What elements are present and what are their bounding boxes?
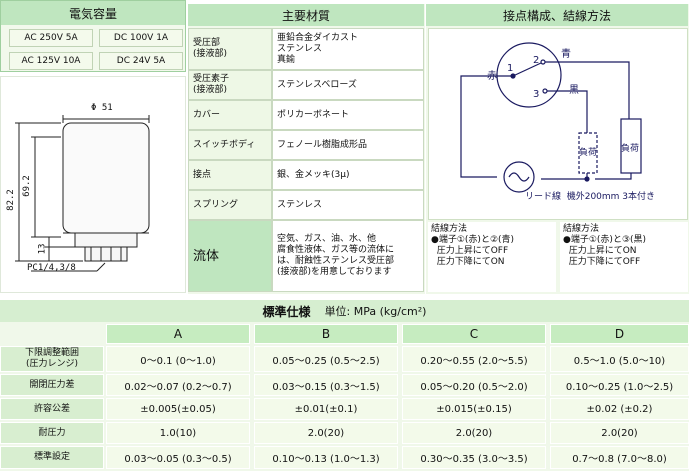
dim-height-body: 69.2	[21, 175, 32, 197]
material-label: スイッチボディ	[188, 130, 272, 160]
spec-cell: 0.30〜0.35 (3.0〜3.5)	[402, 446, 546, 469]
rating-dc100: DC 100V 1A	[99, 29, 183, 47]
wiring-note-2: 結線方法 ●端子①(赤)と③(黒) 圧力上昇にてON 圧力下降にてOFF	[560, 222, 688, 292]
spec-title-bar: 標準仕様 単位: MPa (kg/cm²)	[0, 300, 689, 322]
contacts-title: 接点構成、結線方法	[426, 4, 688, 26]
rating-ac125: AC 125V 10A	[9, 52, 93, 70]
switch-outline-drawing	[15, 115, 150, 272]
spec-unit: 単位: MPa (kg/cm²)	[324, 305, 427, 318]
material-label: 接点	[188, 160, 272, 190]
spec-cell: ±0.02 (±0.2)	[550, 398, 689, 420]
spec-title: 標準仕様	[262, 304, 311, 319]
load-label-2: 負荷	[621, 144, 640, 154]
materials-title: 主要材質	[188, 4, 424, 26]
contacts-panel: 接点構成、結線方法 赤 1 2 青	[426, 4, 689, 294]
wire-red-label: 赤	[487, 71, 497, 82]
spec-cell: 0〜0.1 (0〜1.0)	[106, 346, 250, 372]
spec-col-a: A	[106, 324, 250, 344]
material-value: ステンレスベローズ	[272, 70, 424, 100]
terminal-2: 2	[533, 55, 540, 66]
spec-cell: 0.10〜0.13 (1.0〜1.3)	[254, 446, 398, 469]
material-label: カバー	[188, 100, 272, 130]
wiring-note-1: 結線方法 ●端子①(赤)と②(青) 圧力上昇にてOFF 圧力下降にてON	[428, 222, 556, 292]
spec-cell: 2.0(20)	[402, 422, 546, 444]
dim-height-base: 13	[37, 243, 48, 255]
spec-cell: ±0.005(±0.05)	[106, 398, 250, 420]
spec-cell: 0.7〜0.8 (7.0〜8.0)	[550, 446, 689, 469]
fluid-label: 流体	[188, 220, 272, 292]
spec-cell: 1.0(10)	[106, 422, 250, 444]
spec-cell: 0.03〜0.15 (0.3〜1.5)	[254, 374, 398, 396]
spec-row-label: 標準設定	[0, 446, 104, 469]
fluid-value: 空気、ガス、油、水、他 腐食性液体、ガス等の流体に は、耐蝕性ステンレス受圧部 …	[272, 220, 424, 292]
material-value: ステンレス	[272, 190, 424, 220]
dim-height-total: 82.2	[5, 189, 16, 211]
wiring-diagram-svg	[460, 42, 642, 193]
material-value: ポリカーボネート	[272, 100, 424, 130]
spec-cell: 2.0(20)	[550, 422, 689, 444]
material-label: 受圧部 (接液部)	[188, 28, 272, 70]
wire-blue-label: 青	[561, 49, 571, 60]
material-value: 銀、金メッキ(3μ)	[272, 160, 424, 190]
lead-wire-label: リード線 機外200mm 3本付き	[525, 192, 656, 202]
spec-row-label: 開閉圧力差	[0, 374, 104, 396]
material-value: 亜鉛合金ダイカスト ステンレス 真鍮	[272, 28, 424, 70]
spec-cell: ±0.015(±0.15)	[402, 398, 546, 420]
terminal-1: 1	[507, 63, 514, 74]
spec-panel: 標準仕様 単位: MPa (kg/cm²) A B C D 下限調整範囲 (圧力…	[0, 300, 689, 471]
spec-cell: 0.05〜0.25 (0.5〜2.5)	[254, 346, 398, 372]
spec-cell: 0.20〜0.55 (2.0〜5.5)	[402, 346, 546, 372]
spec-cell: 0.5〜1.0 (5.0〜10)	[550, 346, 689, 372]
wire-black-label: 黒	[569, 85, 579, 96]
spec-cell: 0.03〜0.05 (0.3〜0.5)	[106, 446, 250, 469]
spec-col-d: D	[550, 324, 689, 344]
spec-cell: 2.0(20)	[254, 422, 398, 444]
rating-dc24: DC 24V 5A	[99, 52, 183, 70]
ratings-panel: 電気容量 AC 250V 5A DC 100V 1A AC 125V 10A D…	[0, 0, 186, 72]
spec-row-label: 下限調整範囲 (圧力レンジ)	[0, 346, 104, 372]
terminal-3: 3	[533, 89, 540, 100]
material-label: スプリング	[188, 190, 272, 220]
spec-row-label: 許容公差	[0, 398, 104, 420]
load-label-1: 負荷	[579, 148, 598, 158]
spec-row-label: 耐圧力	[0, 422, 104, 444]
rating-ac250: AC 250V 5A	[9, 29, 93, 47]
material-value: フェノール樹脂成形品	[272, 130, 424, 160]
material-label: 受圧素子 (接液部)	[188, 70, 272, 100]
spec-col-b: B	[254, 324, 398, 344]
spec-cell: 0.05〜0.20 (0.5〜2.0)	[402, 374, 546, 396]
spec-col-c: C	[402, 324, 546, 344]
materials-panel: 主要材質 受圧部 (接液部) 亜鉛合金ダイカスト ステンレス 真鍮 受圧素子 (…	[188, 4, 425, 294]
spec-cell: 0.10〜0.25 (1.0〜2.5)	[550, 374, 689, 396]
dim-diameter: Φ 51	[91, 103, 113, 113]
ratings-title: 電気容量	[1, 1, 185, 25]
wiring-diagram: 赤 1 2 青 3 黒 負荷 負荷 リード線 機外200mm 3本付き	[428, 28, 688, 220]
thread-spec: PC1/4,3/8	[27, 263, 76, 273]
dimension-drawing: Φ 51 82.2 69.2 13 PC1/4,3/8	[0, 76, 186, 293]
spec-cell: 0.02〜0.07 (0.2〜0.7)	[106, 374, 250, 396]
spec-cell: ±0.01(±0.1)	[254, 398, 398, 420]
